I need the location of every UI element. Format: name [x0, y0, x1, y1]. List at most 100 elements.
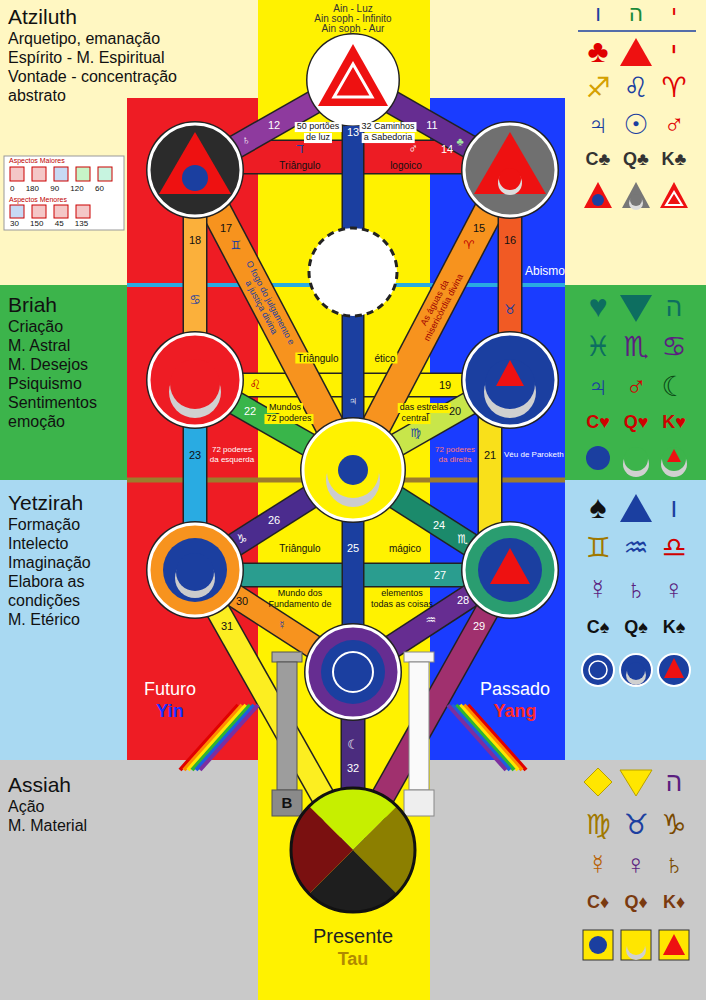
panel-glyph: ♐: [585, 73, 610, 104]
path-glyph: ♈: [464, 239, 475, 252]
sephiroth-shape: [146, 521, 244, 619]
world-attribute: abstrato: [8, 86, 177, 105]
world-caption: Ain - Luz: [333, 3, 372, 14]
path-caption: todas as coisas: [371, 600, 433, 610]
sephiroth-shape: [464, 124, 556, 216]
triangle-caption: logoico: [390, 160, 422, 171]
correspondence-symbols-shape: [620, 770, 652, 796]
path-glyph: ♊: [231, 239, 242, 252]
panel-glyph: ♈: [661, 73, 686, 104]
path-number: 26: [268, 514, 280, 526]
world-name: Assiah: [8, 772, 87, 797]
panel-glyph: ♌: [623, 73, 648, 104]
correspondence-symbols-shape: [667, 449, 681, 462]
sephiroth-shape: [485, 359, 535, 409]
correspondence-symbols-shape: [658, 654, 690, 686]
correspondence-symbols-shape: [659, 930, 689, 960]
path-glyph: ♌: [249, 378, 261, 392]
sephiroth-shape: [490, 548, 530, 584]
path-glyph: ♄: [242, 134, 251, 147]
correspondence-symbols-shape: [586, 446, 610, 470]
world-label: BriahCriaçãoM. AstralM. DesejosPsiquismo…: [8, 292, 97, 431]
hebrew-letter: ו: [595, 2, 601, 26]
world-attribute: Criação: [8, 317, 97, 336]
world-attribute: Arquetipo, emanação: [8, 29, 177, 48]
correspondence-symbols-shape: [621, 930, 651, 960]
sephiroth-shape: [170, 359, 220, 409]
panel-glyph: ♋: [661, 332, 686, 363]
path-number: 31: [221, 620, 233, 632]
sephiroth-shape: [499, 168, 521, 190]
sephiroth-shape: [149, 124, 241, 216]
aspect-degrees: 0 180 90 120 60: [10, 185, 104, 194]
world-attribute: emoção: [8, 412, 97, 431]
sephiroth-shape: [291, 788, 415, 912]
tree-paths: [195, 80, 510, 850]
rainbows-shape: [192, 705, 250, 770]
correspondence-symbols-shape: [627, 662, 645, 680]
path-glyph: ♃: [349, 395, 358, 408]
panel-glyph: ☉: [623, 110, 648, 141]
pillars-shape: [404, 790, 434, 816]
time-label: Presente: [313, 925, 393, 947]
path-number: 32: [347, 762, 359, 774]
panel-glyph: ♎: [661, 533, 686, 564]
aspect-caption: Aspectos Menores: [9, 196, 67, 204]
sephiroth-shape: [146, 331, 244, 429]
hebrew-letter: ו: [671, 494, 678, 523]
panel-glyph: ♒: [623, 533, 648, 564]
hebrew-letter: ד: [296, 142, 303, 156]
panel-glyph: ♂: [626, 372, 647, 403]
path-number: 21: [484, 449, 496, 461]
sephiroth-shape: [334, 64, 372, 97]
correspondence-symbols-shape: [664, 658, 684, 678]
pillars-shape: [272, 790, 302, 816]
path-glyph: ♒: [426, 614, 437, 627]
path-glyph: ♣: [456, 135, 463, 147]
aspects-table-shape: [32, 205, 46, 218]
sephiroth-shape: [461, 521, 559, 619]
correspondence-symbols-shape: [620, 494, 652, 522]
hebrew-letter: ה: [666, 768, 682, 797]
world-attribute: M. Etérico: [8, 610, 120, 629]
time-label: Futuro: [144, 680, 196, 700]
sephiroth-shape: [496, 360, 524, 386]
sephiroth-shape: [327, 446, 379, 498]
path-caption: da esquerda: [210, 456, 254, 465]
correspondence-symbols-shape: [666, 192, 682, 205]
sephiroth-shape: [163, 538, 227, 602]
rainbows-shape: [188, 705, 246, 770]
correspondence-symbols-shape: [630, 194, 642, 206]
sephiroth-shape: [464, 524, 556, 616]
panel-glyph: ☾: [661, 372, 686, 403]
hebrew-letter: ה: [629, 2, 643, 26]
world-name: Yetzirah: [8, 490, 120, 515]
world-attribute: Espírito - M. Espiritual: [8, 48, 177, 67]
path-caption: Mundos: [267, 403, 303, 413]
panel-glyph: ♄: [626, 575, 647, 606]
world-attribute: M. Desejos: [8, 355, 97, 374]
path-number: 24: [433, 519, 445, 531]
path-number: 25: [345, 542, 361, 554]
correspondence-symbols-shape: [624, 447, 648, 471]
path-number: 15: [473, 222, 485, 234]
correspondence-symbols-shape: [620, 654, 652, 686]
card-label: K♦: [663, 893, 685, 913]
aspects-table: [4, 156, 124, 230]
panel-glyph: ♊: [585, 533, 610, 564]
triangle-caption: Triângulo: [295, 353, 340, 364]
pillars-shape: [277, 662, 297, 790]
triangle-caption: Triângulo: [279, 160, 320, 171]
rainbows-shape: [184, 705, 242, 770]
world-attribute: Ação: [8, 797, 87, 816]
path-number: 30: [236, 595, 248, 607]
path-number: 20: [449, 405, 461, 417]
time-label: Yin: [156, 702, 183, 722]
correspondence-symbols-shape: [584, 182, 612, 208]
path-caption: central: [399, 414, 430, 424]
path-number: 29: [473, 620, 485, 632]
aspects-table-shape: [54, 167, 68, 181]
world-attribute: Sentimentos: [8, 393, 97, 412]
world-name: Briah: [8, 292, 97, 317]
